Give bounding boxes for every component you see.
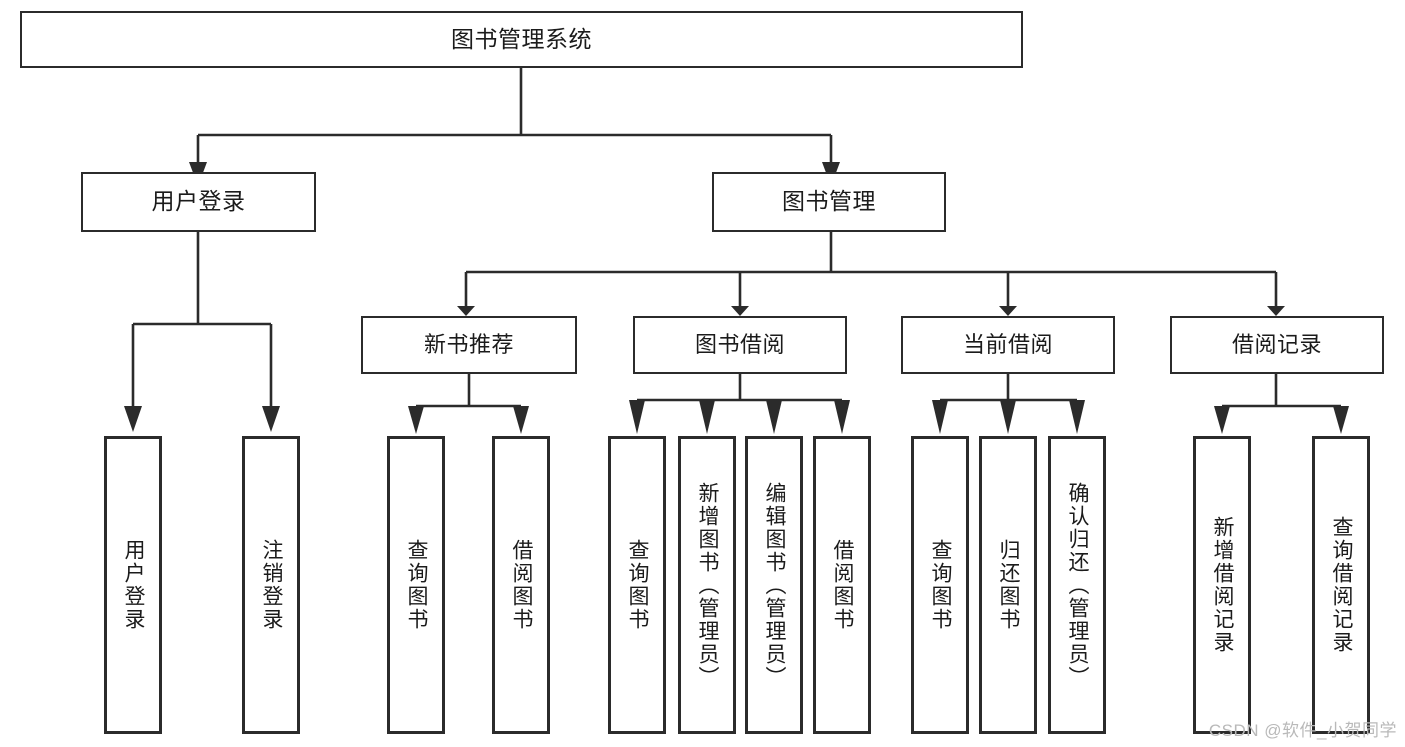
leaf-current-borrow-query-label: 查询图书 bbox=[929, 539, 953, 631]
node-book-management[interactable]: 图书管理 bbox=[712, 172, 946, 232]
leaf-borrow-record-add[interactable]: 新增借阅记录 bbox=[1193, 436, 1251, 734]
node-book-management-label: 图书管理 bbox=[782, 188, 876, 215]
leaf-user-login-sign-in[interactable]: 用户登录 bbox=[104, 436, 162, 734]
leaf-user-login-sign-out-label: 注销登录 bbox=[260, 539, 284, 631]
leaf-book-borrow-add[interactable]: 新增图书（管理员） bbox=[678, 436, 736, 734]
node-borrow-record[interactable]: 借阅记录 bbox=[1170, 316, 1384, 374]
node-user-login-label: 用户登录 bbox=[151, 188, 246, 215]
leaf-book-borrow-add-label: 新增图书（管理员） bbox=[696, 481, 720, 689]
leaf-book-borrow-query[interactable]: 查询图书 bbox=[608, 436, 666, 734]
leaf-current-borrow-query[interactable]: 查询图书 bbox=[911, 436, 969, 734]
leaf-borrow-record-add-label: 新增借阅记录 bbox=[1211, 516, 1235, 654]
node-new-book-recommend[interactable]: 新书推荐 bbox=[361, 316, 577, 374]
leaf-current-borrow-return-label: 归还图书 bbox=[997, 539, 1021, 631]
leaf-user-login-sign-in-label: 用户登录 bbox=[122, 539, 146, 631]
node-new-book-recommend-label: 新书推荐 bbox=[423, 331, 514, 357]
leaf-book-borrow-borrow-label: 借阅图书 bbox=[831, 539, 855, 631]
leaf-borrow-record-query-label: 查询借阅记录 bbox=[1330, 516, 1354, 654]
leaf-new-book-query[interactable]: 查询图书 bbox=[387, 436, 445, 734]
leaf-book-borrow-edit-label: 编辑图书（管理员） bbox=[763, 481, 787, 689]
leaf-borrow-record-query[interactable]: 查询借阅记录 bbox=[1312, 436, 1370, 734]
leaf-current-borrow-confirm-return-label: 确认归还（管理员） bbox=[1066, 481, 1090, 689]
node-current-borrow-label: 当前借阅 bbox=[962, 331, 1053, 357]
leaf-new-book-borrow-label: 借阅图书 bbox=[510, 539, 534, 631]
leaf-user-login-sign-out[interactable]: 注销登录 bbox=[242, 436, 300, 734]
leaf-book-borrow-query-label: 查询图书 bbox=[626, 539, 650, 631]
leaf-current-borrow-confirm-return[interactable]: 确认归还（管理员） bbox=[1048, 436, 1106, 734]
csdn-watermark: CSDN @软件_小贺同学 bbox=[1208, 721, 1397, 740]
leaf-book-borrow-edit[interactable]: 编辑图书（管理员） bbox=[745, 436, 803, 734]
leaf-book-borrow-borrow[interactable]: 借阅图书 bbox=[813, 436, 871, 734]
leaf-new-book-borrow[interactable]: 借阅图书 bbox=[492, 436, 550, 734]
node-root-label: 图书管理系统 bbox=[451, 25, 592, 52]
leaf-current-borrow-return[interactable]: 归还图书 bbox=[979, 436, 1037, 734]
node-user-login[interactable]: 用户登录 bbox=[81, 172, 316, 232]
node-root[interactable]: 图书管理系统 bbox=[20, 11, 1023, 68]
leaf-new-book-query-label: 查询图书 bbox=[405, 539, 429, 631]
node-borrow-record-label: 借阅记录 bbox=[1231, 331, 1322, 357]
node-book-borrow[interactable]: 图书借阅 bbox=[633, 316, 847, 374]
node-current-borrow[interactable]: 当前借阅 bbox=[901, 316, 1115, 374]
node-book-borrow-label: 图书借阅 bbox=[694, 331, 785, 357]
